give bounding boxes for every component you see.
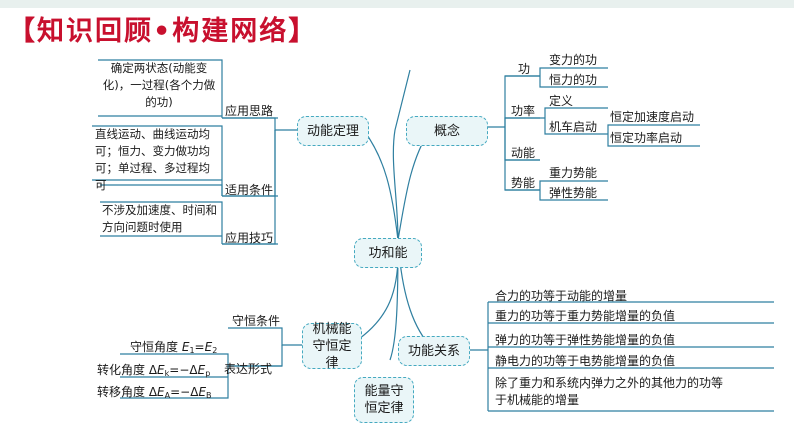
apply-idea-label: 应用思路 xyxy=(225,104,274,118)
skill-label: 应用技巧 xyxy=(225,231,274,245)
mech-form3: 转移角度 ΔEA=−ΔEB xyxy=(97,385,212,400)
work-var-label: 变力的功 xyxy=(549,53,598,67)
power-start-label: 机车启动 xyxy=(549,120,598,134)
cond-text: 直线运动、曲线运动均可；恒力、变力做功均可；单过程、多过程均可 xyxy=(95,127,210,192)
funcrel-item-4: 静电力的功等于电势能增量的负值 xyxy=(495,354,676,368)
start-pow-label: 恒定功率启动 xyxy=(610,131,683,145)
cond-label: 适用条件 xyxy=(225,183,274,197)
kinetic-label: 动能 xyxy=(511,146,536,160)
funcrel-item-2: 重力的功等于重力势能增量的负值 xyxy=(495,309,676,323)
power-label: 功率 xyxy=(511,104,536,118)
power-def-label: 定义 xyxy=(549,94,574,108)
funcrel-item-1: 合力的功等于动能的增量 xyxy=(495,289,628,303)
page-title: 【知识回顾•构建网络】 xyxy=(8,16,318,47)
pot-elastic-label: 弹性势能 xyxy=(549,186,598,200)
work-const-label: 恒力的功 xyxy=(549,73,598,87)
concept-node: 概念 xyxy=(406,116,488,146)
mech-form-label: 表达形式 xyxy=(224,362,273,376)
mech-cond-label: 守恒条件 xyxy=(232,314,281,328)
top-band xyxy=(0,0,794,8)
mech-form2: 转化角度 ΔEk=−ΔEp xyxy=(97,363,211,378)
center-node: 功和能 xyxy=(354,238,422,268)
potential-label: 势能 xyxy=(511,176,536,190)
mech-form1: 守恒角度 E1=E2 xyxy=(130,340,218,355)
funcrel-item-3: 弹力的功等于弹性势能增量的负值 xyxy=(495,333,676,347)
funcrel-node: 功能关系 xyxy=(398,336,470,366)
work-label: 功 xyxy=(518,62,531,76)
energycons-node: 能量守恒定律 xyxy=(354,377,414,423)
apply-idea-text: 确定两状态(动能变化)，一过程(各个力做的功) xyxy=(102,61,216,109)
mech-node: 机械能守恒定律 xyxy=(302,322,362,371)
funcrel-item-5: 除了重力和系统内弹力之外的其他力的功等于机械能的增量 xyxy=(495,376,724,407)
start-acc-label: 恒定加速度启动 xyxy=(610,110,695,124)
theorem-node: 动能定理 xyxy=(297,116,369,146)
pot-grav-label: 重力势能 xyxy=(549,166,598,180)
skill-text: 不涉及加速度、时间和方向问题时使用 xyxy=(102,203,217,234)
